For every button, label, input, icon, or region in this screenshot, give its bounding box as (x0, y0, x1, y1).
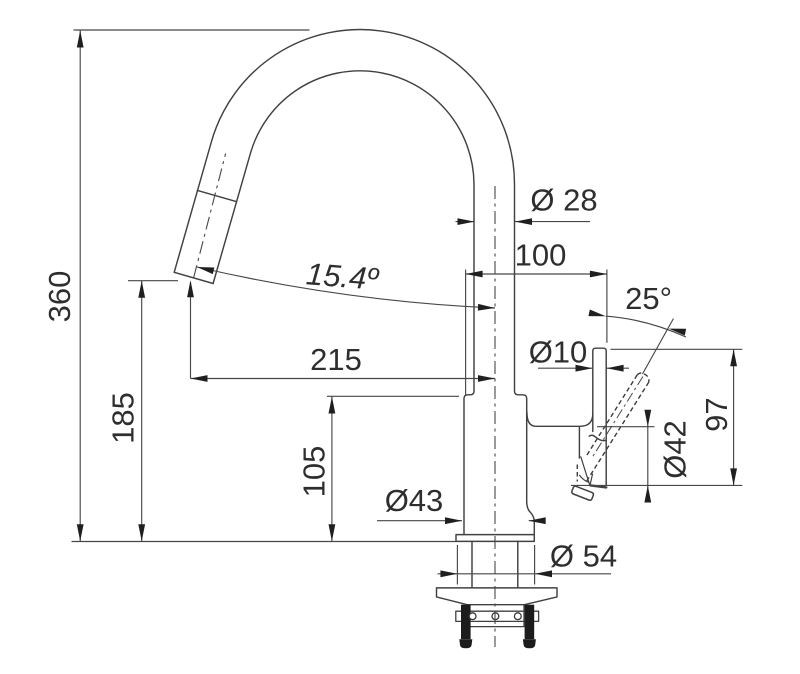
svg-text:Ø 54: Ø 54 (550, 539, 617, 574)
svg-text:15.4º: 15.4º (305, 256, 381, 297)
svg-text:215: 215 (310, 342, 362, 377)
svg-text:360: 360 (42, 271, 77, 323)
svg-text:25°: 25° (625, 281, 672, 316)
svg-text:Ø42: Ø42 (658, 420, 693, 479)
svg-text:Ø10: Ø10 (529, 335, 588, 370)
svg-text:105: 105 (297, 446, 332, 498)
svg-text:Ø 28: Ø 28 (530, 183, 597, 218)
svg-text:Ø43: Ø43 (385, 483, 444, 518)
svg-text:185: 185 (106, 392, 141, 444)
svg-text:97: 97 (699, 397, 734, 431)
svg-text:100: 100 (515, 238, 567, 273)
